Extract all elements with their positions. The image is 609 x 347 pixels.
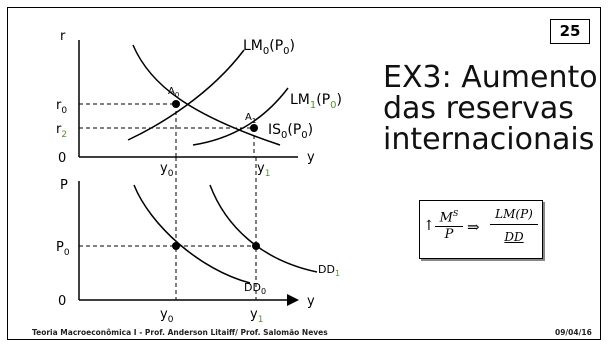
top-y-axis-label: r bbox=[60, 29, 66, 44]
result-dd: DD bbox=[504, 230, 524, 244]
point-dd1 bbox=[252, 242, 260, 250]
formula-box: ↑ MS P ⇒ LM(P) DD bbox=[419, 200, 543, 259]
fraction-denominator: P bbox=[435, 226, 463, 243]
top-x-axis-label: y bbox=[307, 150, 315, 165]
footer-credits: Teoria Macroeconômica I - Prof. Anderson… bbox=[32, 328, 328, 337]
page-number-box: 25 bbox=[550, 19, 590, 44]
fraction-numerator: MS bbox=[439, 209, 459, 226]
dd1-label: DD1 bbox=[318, 263, 340, 278]
bottom-panel: P y 0 P0 y0 y1 DD0 DD1 bbox=[56, 157, 340, 325]
bottom-y1-label: y1 bbox=[250, 307, 263, 325]
point-a1 bbox=[250, 124, 258, 132]
r2-label: r2 bbox=[56, 122, 67, 140]
up-arrow-icon: ↑ bbox=[423, 218, 435, 234]
bottom-y-axis-label: P bbox=[60, 178, 68, 193]
slide-frame bbox=[7, 7, 601, 340]
result-lm: LM(P) bbox=[490, 206, 538, 225]
point-a0 bbox=[172, 100, 180, 108]
lm0-curve bbox=[127, 49, 245, 141]
a0-label: A0 bbox=[168, 86, 179, 99]
dd0-curve bbox=[133, 184, 251, 284]
top-y0-label: y0 bbox=[160, 161, 174, 179]
is0-curve bbox=[132, 44, 281, 146]
r0-label: r0 bbox=[56, 98, 67, 116]
a1-label: A1 bbox=[245, 112, 256, 125]
lm0-label: LM0(P0) bbox=[243, 38, 295, 57]
top-origin-label: 0 bbox=[58, 151, 66, 166]
top-panel: r y 0 r0 r2 y0 y1 A0 A1 LM0(P0) LM1(P0) … bbox=[56, 29, 342, 179]
footer-date: 09/04/16 bbox=[555, 328, 592, 337]
p0-label: P0 bbox=[56, 240, 70, 258]
bottom-x-axis-label: y bbox=[307, 294, 315, 309]
slide-title: EX3: Aumento das reservas internacionais bbox=[383, 60, 598, 157]
result-stack: LM(P) DD bbox=[490, 206, 538, 245]
bottom-y0-label: y0 bbox=[160, 307, 174, 325]
is0-label: IS0(P0) bbox=[268, 122, 313, 141]
money-over-price-fraction: MS P bbox=[435, 206, 463, 243]
dd1-curve bbox=[209, 184, 318, 273]
bottom-origin-label: 0 bbox=[58, 294, 66, 309]
top-y1-label: y1 bbox=[257, 161, 270, 179]
point-dd0 bbox=[172, 242, 180, 250]
implies-icon: ⇒ bbox=[467, 218, 480, 236]
dd0-label: DD0 bbox=[244, 281, 266, 296]
lm1-label: LM1(P0) bbox=[290, 92, 342, 111]
